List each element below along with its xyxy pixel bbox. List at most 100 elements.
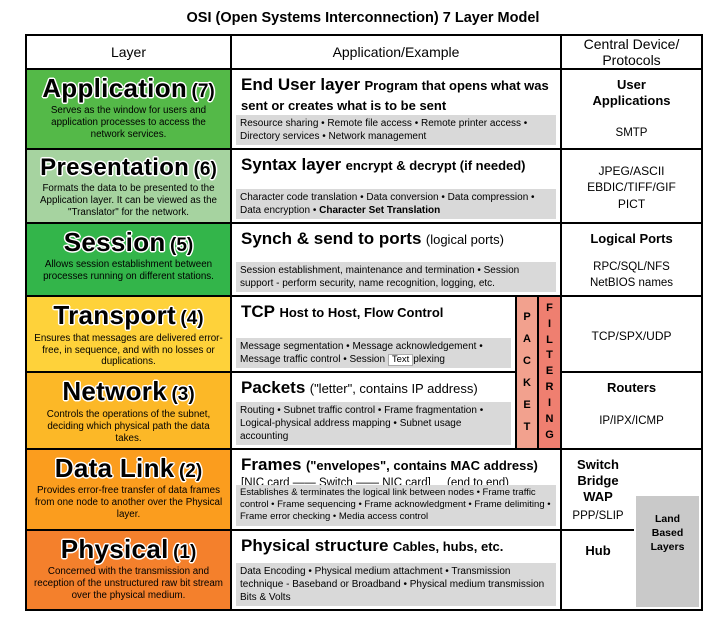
details-text: Data Encoding • Physical medium attachme…	[240, 565, 545, 603]
header-application-example: Application/Example	[230, 34, 562, 70]
row-data-link: Data Link (2) Provides error-free transf…	[25, 447, 704, 611]
land-based-layers-label: Land Based Layers	[636, 495, 700, 607]
example-subtitle: Host to Host, Flow Control	[279, 305, 444, 321]
layer-number: (6)	[193, 159, 217, 180]
protocol-names: IP/IPX/ICMP	[599, 414, 664, 427]
example-title: Packets	[241, 378, 306, 398]
layer-number: (5)	[170, 235, 194, 256]
header-row: Layer Application/Example Central Device…	[25, 34, 704, 70]
central-cell-presentation: JPEG/ASCII EBDIC/TIFF/GIF PICT	[559, 148, 704, 224]
layer-number: (2)	[178, 460, 203, 482]
example-heading: Physical structure Cables, hubs, etc.	[241, 535, 554, 557]
central-cell-application: User Applications SMTP	[559, 68, 704, 150]
device-name: User Applications	[592, 77, 671, 109]
example-subtitle: ("letter", contains IP address)	[309, 381, 478, 397]
protocol-names: SMTP	[615, 126, 648, 139]
example-cell-presentation: Syntax layer encrypt & decrypt (if neede…	[230, 148, 562, 224]
example-subtitle: encrypt & decrypt (if needed)	[345, 158, 526, 173]
layer-description: Serves as the window for users and appli…	[50, 105, 207, 141]
layer-number: (1)	[173, 541, 197, 563]
layer-description: Ensures that messages are delivered erro…	[34, 332, 223, 368]
details-text: Routing • Subnet traffic control • Frame…	[240, 404, 484, 442]
layer-name: Transport	[53, 300, 176, 331]
example-subtitle: ("envelopes", contains MAC address)	[305, 457, 538, 473]
layer-description: Controls the operations of the subnet, d…	[46, 408, 211, 444]
layer-cell-transport: Transport (4) Ensures that messages are …	[25, 295, 232, 374]
protocol-names: RPC/SQL/NFS NetBIOS names	[589, 261, 674, 289]
layer-title-presentation: Presentation (6)	[31, 155, 226, 180]
details-text: Message segmentation • Message acknowled…	[240, 340, 483, 365]
example-title: TCP	[241, 302, 275, 322]
layer-cell-network: Network (3) Controls the operations of t…	[25, 371, 232, 450]
land-based-layers-cell: Land Based Layers	[634, 447, 704, 611]
layer-description: Concerned with the transmission and rece…	[34, 566, 223, 601]
example-cell-data-link: Frames ("envelopes", contains MAC addres…	[230, 447, 562, 531]
row-transport: Transport (4) Ensures that messages are …	[25, 295, 704, 450]
row-physical: Physical (1) Concerned with the transmis…	[25, 528, 702, 611]
example-subtitle: (logical ports)	[425, 232, 504, 247]
details-text-after: plexing	[413, 353, 445, 365]
layer-title-session: Session (5)	[31, 228, 226, 256]
example-cell-network: Packets ("letter", contains IP address) …	[230, 371, 517, 450]
layer-description: Formats the data to be presented to the …	[40, 183, 217, 219]
layer-title-physical: Physical (1)	[31, 533, 226, 564]
protocol-names: PPP/SLIP	[572, 510, 624, 523]
example-title: Syntax layer	[241, 155, 342, 174]
layer-name: Application	[42, 73, 188, 103]
osi-table: Layer Application/Example Central Device…	[25, 34, 704, 611]
device-name: Routers	[606, 380, 657, 396]
example-details: Establishes & terminates the logical lin…	[236, 484, 556, 526]
layer-number: (4)	[180, 308, 204, 330]
example-title: Frames	[241, 454, 302, 474]
example-subtitle: Cables, hubs, etc.	[392, 538, 504, 554]
central-cell-network: Routers IP/IPX/ICMP	[559, 371, 704, 450]
page-title: OSI (Open Systems Interconnection) 7 Lay…	[186, 10, 540, 26]
details-text: Session establishment, maintenance and t…	[240, 265, 520, 290]
example-heading: End User layer Program that opens what w…	[241, 74, 554, 116]
layer-title-transport: Transport (4)	[31, 302, 226, 329]
layer-cell-application: Application (7) Serves as the window for…	[25, 68, 232, 150]
protocol-names: JPEG/ASCII EBDIC/TIFF/GIF PICT	[587, 164, 676, 211]
layer-description: Allows session establishment between pro…	[43, 259, 214, 283]
device-name: Logical Ports	[590, 231, 673, 246]
layer-name: Physical	[60, 533, 169, 564]
layer-title-data-link: Data Link (2)	[31, 452, 226, 483]
layer-name: Data Link	[54, 452, 175, 483]
example-heading: Synch & send to ports (logical ports)	[241, 228, 554, 250]
details-text: Establishes & terminates the logical lin…	[240, 486, 551, 523]
filtering-vertical-strip: F I L T E R I N G	[537, 295, 562, 450]
layer-name: Presentation	[40, 154, 190, 181]
example-heading: Syntax layer encrypt & decrypt (if neede…	[241, 154, 554, 176]
layer-title-application: Application (7)	[31, 73, 226, 103]
example-details: Data Encoding • Physical medium attachme…	[236, 562, 556, 606]
central-cell-session: Logical Ports RPC/SQL/NFS NetBIOS names	[559, 221, 704, 298]
layer-number: (7)	[191, 81, 215, 102]
example-heading: TCP Host to Host, Flow Control	[241, 301, 509, 323]
layer-title-network: Network (3)	[31, 378, 226, 405]
example-cell-session: Synch & send to ports (logical ports) Se…	[230, 221, 562, 298]
example-title: Physical structure	[241, 535, 389, 555]
layer-number: (3)	[171, 384, 195, 406]
layer-cell-presentation: Presentation (6) Formats the data to be …	[25, 148, 232, 224]
example-cell-application: End User layer Program that opens what w…	[230, 68, 562, 150]
protocol-names: TCP/SPX/UDP	[591, 328, 672, 343]
example-details: Character code translation • Data conver…	[236, 189, 556, 219]
central-cell-transport: TCP/SPX/UDP	[559, 295, 704, 374]
layer-name: Network	[62, 376, 167, 407]
row-application: Application (7) Serves as the window for…	[25, 68, 704, 150]
header-layer: Layer	[25, 34, 232, 70]
device-name: Hub	[585, 542, 611, 558]
details-text-bold: Character Set Translation	[319, 205, 441, 216]
example-title: Synch & send to ports	[241, 229, 422, 248]
layer-cell-physical: Physical (1) Concerned with the transmis…	[25, 528, 232, 611]
header-central-device: Central Device/ Protocols	[559, 34, 704, 70]
example-heading: Packets ("letter", contains IP address)	[241, 377, 509, 399]
example-cell-transport: TCP Host to Host, Flow Control Message s…	[230, 295, 517, 374]
packet-vertical-strip: P A C K E T	[515, 295, 539, 450]
device-name: Switch Bridge WAP	[577, 456, 619, 505]
row-session: Session (5) Allows session establishment…	[25, 221, 704, 298]
central-cell-data-link: Switch Bridge WAP PPP/SLIP	[560, 447, 634, 531]
layer-cell-session: Session (5) Allows session establishment…	[25, 221, 232, 298]
details-text: Resource sharing • Remote file access • …	[240, 118, 528, 142]
